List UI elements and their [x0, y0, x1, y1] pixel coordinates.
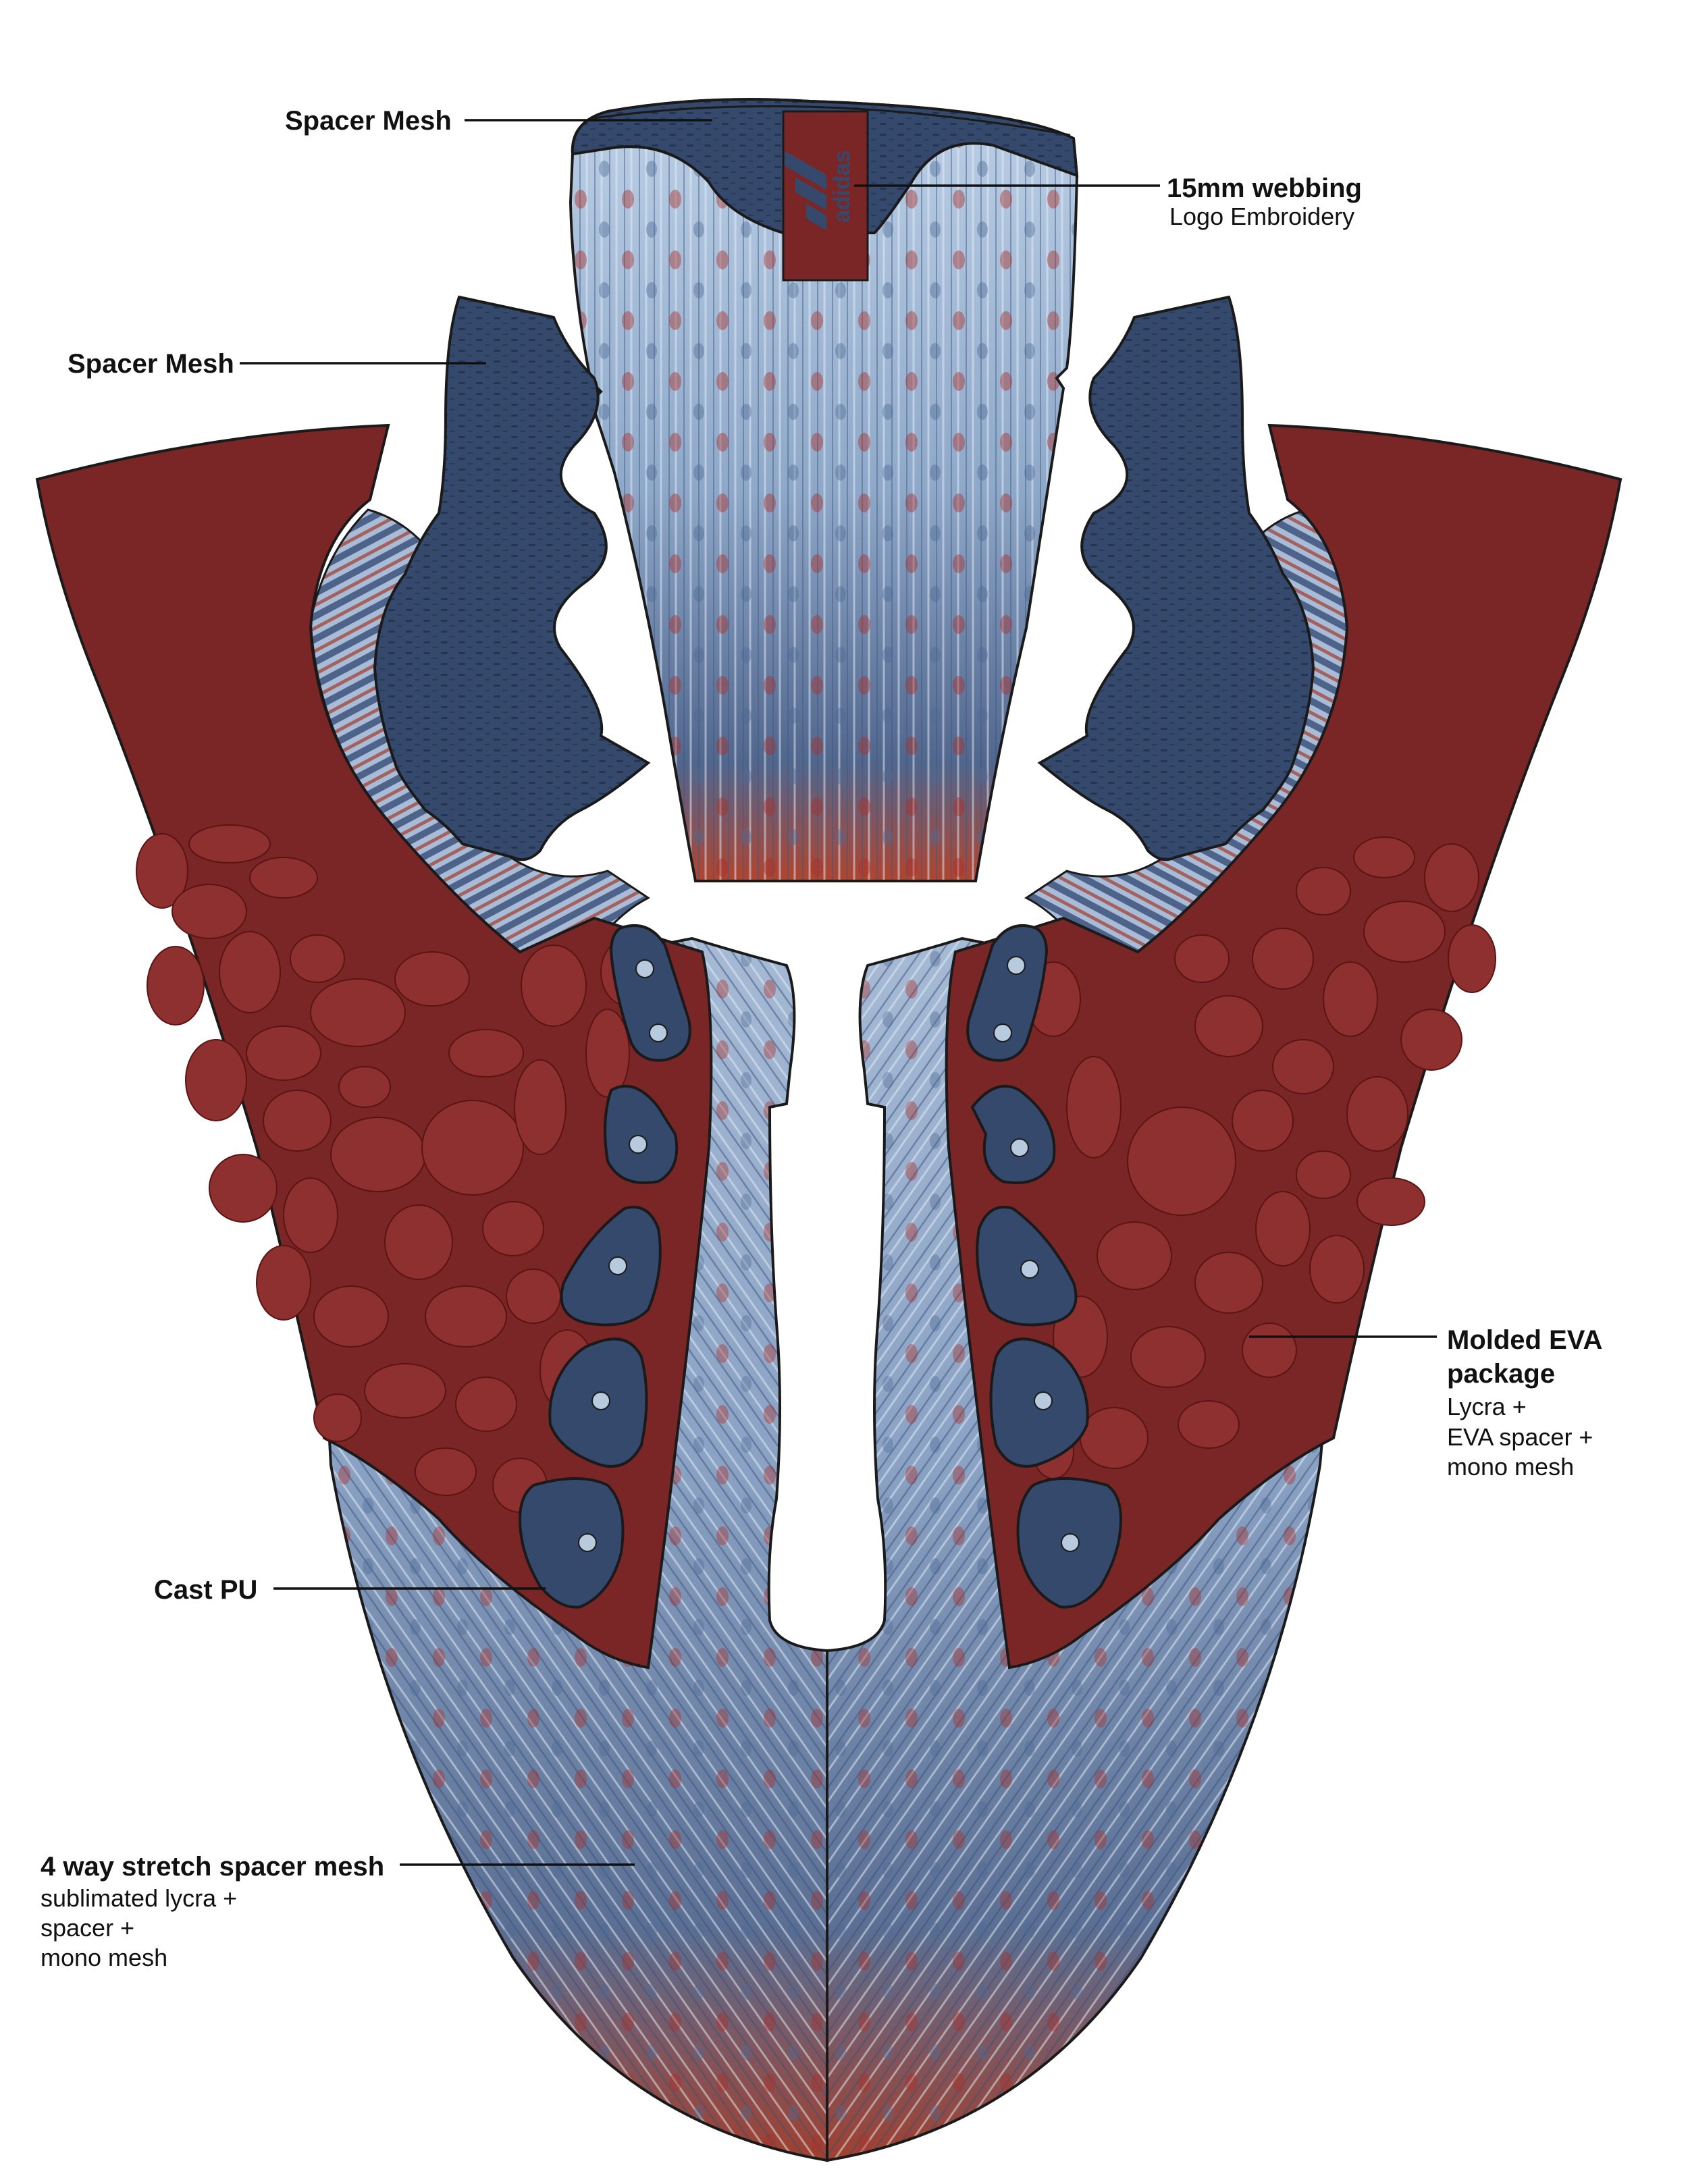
callout-stretch-mesh-title: 4 way stretch spacer mesh [41, 1852, 384, 1882]
callout-stretch-mesh-note-1: sublimated lycra + [41, 1884, 237, 1912]
right-cast-pu-dots [993, 956, 1080, 1552]
left-eva-spots [136, 824, 656, 1513]
callout-molded-eva-note-2: EVA spacer + [1447, 1423, 1593, 1451]
callout-spacer-mesh-top: Spacer Mesh [285, 106, 452, 136]
callout-molded-eva-title-1: Molded EVA [1447, 1325, 1602, 1355]
callout-stretch-mesh-note-2: spacer + [41, 1914, 134, 1942]
tongue-collar-top-band [594, 105, 1071, 136]
callout-molded-eva-note-1: Lycra + [1447, 1393, 1527, 1420]
callout-webbing-subtitle: Logo Embroidery [1169, 203, 1354, 230]
left-cast-pu-dots [578, 959, 668, 1552]
callout-molded-eva-note-3: mono mesh [1447, 1453, 1574, 1481]
callout-webbing-title: 15mm webbing [1167, 174, 1362, 203]
left-spacer-mesh-panel [373, 295, 651, 861]
right-cast-pu-pods [966, 924, 1123, 1609]
right-spacer-mesh-panel [1037, 295, 1315, 861]
right-eva-spots [1026, 836, 1496, 1479]
callout-spacer-mesh-side: Spacer Mesh [68, 349, 234, 379]
callout-molded-eva-title-2: package [1447, 1359, 1555, 1389]
callout-cast-pu: Cast PU [154, 1575, 257, 1605]
adidas-logo-text: adidas [829, 150, 855, 223]
adidas-logo: adidas [785, 150, 855, 231]
callout-stretch-mesh-note-3: mono mesh [41, 1944, 167, 1971]
